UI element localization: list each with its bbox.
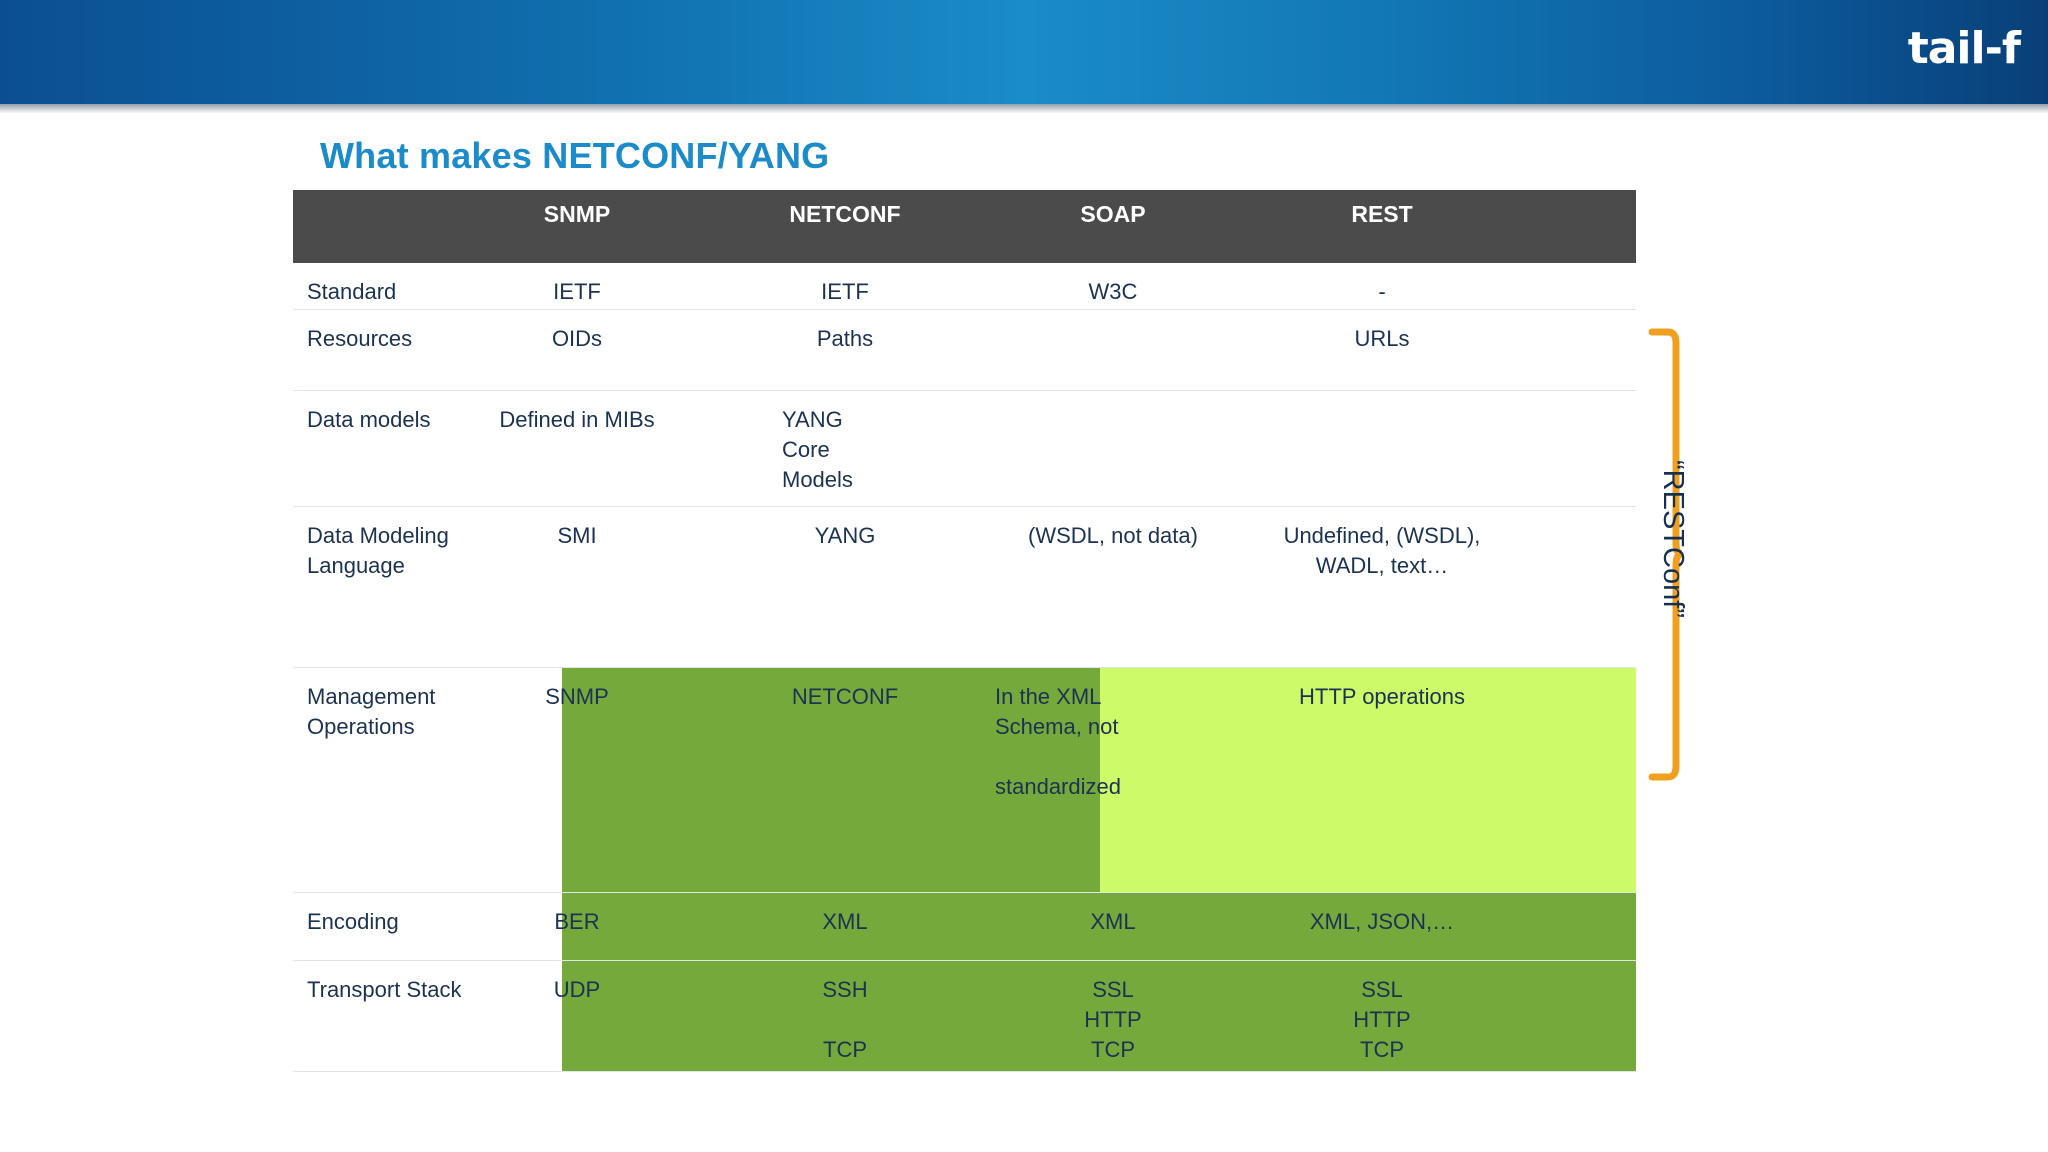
- row-label: Data Modeling Language: [307, 523, 449, 578]
- cell-soap: W3C: [1088, 279, 1138, 304]
- cell-snmp: UDP: [553, 977, 601, 1002]
- cell-netconf: YANG: [814, 523, 876, 548]
- green-highlight-band: [562, 668, 1636, 892]
- row-label: Transport Stack: [307, 977, 462, 1002]
- column-header-soap: SOAP: [1080, 201, 1146, 227]
- cell-soap: SSL HTTP TCP: [1084, 977, 1142, 1062]
- cell-snmp: SMI: [557, 523, 597, 548]
- restconf-annotation-label: “RESTConf”: [1657, 460, 1689, 618]
- green-block-dark: [562, 668, 1100, 892]
- table-row: Resources OIDs Paths URLs: [293, 310, 1636, 391]
- comparison-table: SNMP NETCONF SOAP REST Standard IETF IET…: [293, 190, 1636, 1072]
- column-header-rest: REST: [1351, 201, 1413, 227]
- brace-icon: [1648, 328, 1682, 781]
- cell-netconf: IETF: [821, 279, 869, 304]
- table-row: Data models Defined in MIBs YANG Core Mo…: [293, 391, 1636, 507]
- table-row: Data Modeling Language SMI YANG (WSDL, n…: [293, 507, 1636, 668]
- cell-snmp: BER: [554, 909, 600, 934]
- green-block-bright: [1100, 668, 1636, 892]
- green-block-dark: [562, 893, 1636, 960]
- green-block-dark: [562, 961, 1636, 1071]
- green-highlight-band: [562, 893, 1636, 960]
- cell-snmp: Defined in MIBs: [499, 407, 655, 432]
- banner-shadow: [0, 104, 2048, 113]
- row-label: Encoding: [307, 909, 399, 934]
- table-row: Standard IETF IETF W3C -: [293, 263, 1636, 310]
- top-banner: tail-f: [0, 0, 2048, 104]
- table-header-row: SNMP NETCONF SOAP REST: [293, 190, 1636, 263]
- column-header-snmp: SNMP: [543, 201, 611, 227]
- cell-netconf: Paths: [816, 326, 874, 351]
- row-label: Management Operations: [307, 684, 436, 739]
- column-header-netconf: NETCONF: [789, 201, 901, 227]
- cell-soap: (WSDL, not data): [1028, 523, 1198, 548]
- cell-rest: URLs: [1354, 326, 1410, 351]
- row-label: Standard: [307, 279, 397, 304]
- green-highlight-band: [562, 961, 1636, 1071]
- cell-snmp: SNMP: [545, 684, 609, 709]
- cell-netconf: YANG Core Models: [782, 407, 853, 492]
- table-row: Transport Stack UDP SSH TCP SSL HTTP TCP…: [293, 961, 1636, 1072]
- cell-netconf: SSH TCP: [822, 977, 868, 1062]
- row-label: Resources: [307, 326, 413, 351]
- table-row: Management Operations SNMP NETCONF In th…: [293, 668, 1636, 893]
- page-title: What makes NETCONF/YANG: [320, 135, 830, 176]
- row-label: Data models: [307, 407, 431, 432]
- table-row: Encoding BER XML XML XML, JSON,…: [293, 893, 1636, 961]
- cell-netconf: NETCONF: [791, 684, 899, 709]
- cell-rest: HTTP operations: [1299, 684, 1465, 709]
- cell-rest: XML, JSON,…: [1309, 909, 1455, 934]
- cell-rest: Undefined, (WSDL), WADL, text…: [1283, 523, 1481, 578]
- cell-snmp: OIDs: [551, 326, 603, 351]
- cell-soap: In the XML Schema, not standardized: [995, 684, 1121, 799]
- cell-snmp: IETF: [553, 279, 601, 304]
- cell-rest: SSL HTTP TCP: [1353, 977, 1411, 1062]
- cell-rest: -: [1378, 279, 1386, 304]
- cell-netconf: XML: [822, 909, 868, 934]
- tailf-logo: tail-f: [1907, 23, 2021, 74]
- cell-soap: XML: [1090, 909, 1136, 934]
